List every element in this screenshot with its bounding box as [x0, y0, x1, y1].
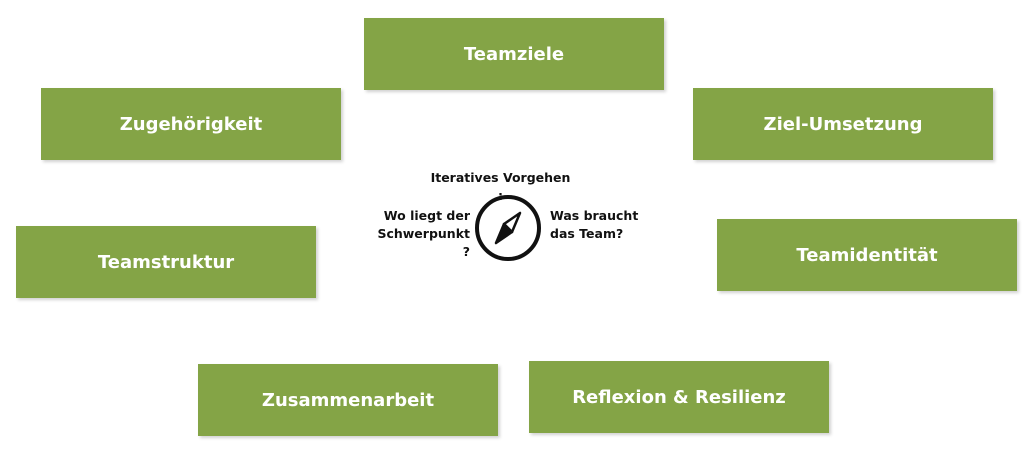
compass-icon	[475, 195, 541, 261]
right-question-line-2: das Team?	[550, 226, 624, 241]
box-teamziele: Teamziele	[364, 18, 664, 90]
compass-ring	[475, 195, 541, 261]
right-question-line-1: Was braucht	[550, 208, 639, 223]
compass-needle-south	[494, 222, 514, 245]
left-question-line-1: Wo liegt der	[383, 208, 470, 223]
box-teamidentitaet: Teamidentität	[717, 219, 1017, 291]
box-zusammenarbeit: Zusammenarbeit	[198, 364, 498, 436]
box-teamstruktur: Teamstruktur	[16, 226, 316, 298]
box-label: Zusammenarbeit	[261, 389, 435, 411]
center-heading: Iteratives Vorgehen :	[430, 170, 571, 203]
box-label: Ziel-Umsetzung	[763, 113, 923, 135]
box-ziel-umsetzung: Ziel-Umsetzung	[693, 88, 993, 160]
left-question: Wo liegt der Schwerpunkt ?	[368, 207, 470, 261]
box-reflexion-resilienz: Reflexion & Resilienz	[529, 361, 829, 433]
box-zugehoerigkeit: Zugehörigkeit	[41, 88, 341, 160]
box-label: Teamidentität	[796, 244, 938, 266]
box-label: Reflexion & Resilienz	[572, 386, 786, 408]
right-question: Was braucht das Team?	[550, 207, 650, 243]
box-label: Teamziele	[463, 43, 565, 65]
box-label: Zugehörigkeit	[119, 113, 263, 135]
left-question-line-2: Schwerpunkt ?	[377, 226, 470, 259]
box-label: Teamstruktur	[97, 251, 235, 273]
